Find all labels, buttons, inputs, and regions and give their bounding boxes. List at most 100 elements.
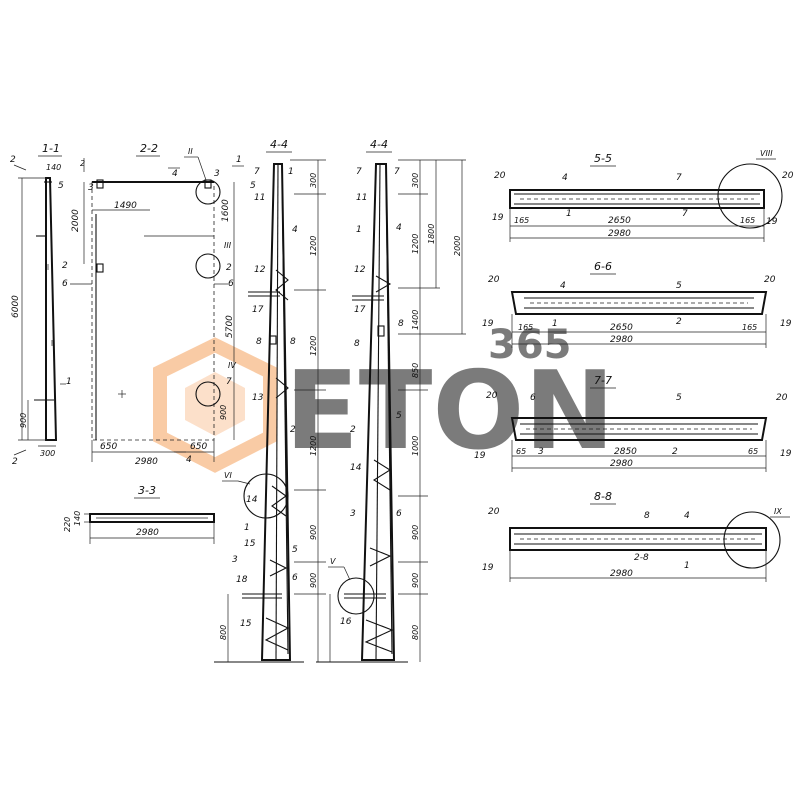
part-label: 20: [494, 171, 506, 181]
callout-V: V: [330, 557, 336, 566]
dim-800: 800: [219, 625, 228, 640]
part-label: 20: [488, 275, 500, 285]
mark-6-right: 6: [228, 279, 234, 289]
part-label: 5: [396, 411, 402, 421]
section-view-5-5: 5-5 VIII 2650 2980 165 165 20 4 7 20 19 …: [492, 149, 794, 242]
mark-2-mid: 2: [62, 261, 68, 271]
mark-1: 1: [66, 377, 72, 387]
dim-900-2: 900: [309, 573, 318, 588]
part-label: 8: [644, 511, 650, 521]
callout-circle-IX: [723, 511, 781, 569]
part-label: 2: [290, 425, 296, 435]
dim-2980: 2980: [610, 569, 633, 579]
watermark-number: 365: [488, 322, 572, 368]
part-label: 7: [676, 173, 682, 183]
section-title-1-1: 1-1: [42, 142, 60, 155]
dim-6000: 6000: [11, 295, 21, 318]
part-label: 7: [254, 167, 260, 177]
dim-165-left: 165: [514, 216, 529, 225]
cut-mark-4-bottom: 4: [186, 455, 192, 465]
dim-2650: 2650: [608, 216, 631, 226]
dim-1200-1: 1200: [309, 236, 318, 256]
part-label: 7: [682, 209, 688, 219]
mark-2-right: 2: [226, 263, 232, 273]
section-view-2-2: 2-2 2 3 1490 2000 2 6 6 1600 5700 900 65…: [62, 142, 244, 467]
dim-650-left: 650: [100, 442, 117, 452]
callout-circle-II: [195, 179, 221, 205]
part-label: 19: [780, 319, 792, 329]
part-label: 3: [350, 509, 356, 519]
part-label: 20: [782, 171, 794, 181]
dim-300: 300: [411, 173, 420, 188]
dim-1600: 1600: [221, 199, 231, 222]
dim-900-1: 900: [309, 525, 318, 540]
part-label: 19: [474, 451, 486, 461]
mark-1-right: 1: [236, 155, 242, 165]
part-label: 7: [356, 167, 362, 177]
dim-2000: 2000: [453, 236, 462, 256]
part-label: 8: [290, 337, 296, 347]
part-label: 20: [486, 391, 498, 401]
watermark-hexagon-outer: [153, 337, 277, 473]
dim-5700: 5700: [225, 315, 235, 338]
cut-mark-bottom: 2: [12, 457, 18, 467]
part-label: 12: [354, 265, 366, 275]
section-view-8-8: 8-8 IX 2980 2-8 20 8 4 19 1: [482, 490, 790, 582]
section-title-2-2: 2-2: [140, 142, 158, 155]
part-label: 6: [396, 509, 402, 519]
dim-165-right: 165: [740, 216, 755, 225]
part-label: 20: [764, 275, 776, 285]
section-view-1-1: 1-1 2 140 5 1 6000 900 300 2: [10, 142, 72, 467]
part-label: 3: [538, 447, 544, 457]
watermark-brand: ETON: [285, 349, 615, 474]
dim-2980: 2980: [610, 459, 633, 469]
part-label: 20: [488, 507, 500, 517]
section-title-3-3: 3-3: [138, 484, 156, 497]
part-label: 8: [354, 339, 360, 349]
dim-1200-2: 1200: [309, 336, 318, 356]
part-label: 3: [232, 555, 238, 565]
section-title-6-6: 6-6: [594, 260, 612, 273]
part-label: 2: [350, 425, 356, 435]
section-title-8-8: 8-8: [594, 490, 612, 503]
dim-2980: 2980: [608, 229, 631, 239]
part-label: 4: [562, 173, 568, 183]
dim-65-left: 65: [516, 447, 526, 456]
part-label: 12: [254, 265, 266, 275]
part-label: 16: [340, 617, 352, 627]
callout-circle-VIII: [717, 163, 783, 229]
dim-650-right: 650: [190, 442, 207, 452]
cut-mark-4-top: 4: [172, 169, 178, 179]
callout-IV: IV: [228, 361, 236, 370]
mark-3-right: 3: [214, 169, 220, 179]
cut-mark-top: 2: [10, 155, 16, 165]
dim-900-2: 900: [411, 573, 420, 588]
mark-7: 7: [226, 377, 232, 387]
part-label: 14: [350, 463, 362, 473]
dim-900: 900: [19, 413, 28, 428]
dim-2650: 2650: [610, 323, 633, 333]
part-label: 8: [256, 337, 262, 347]
part-label: 17: [354, 305, 366, 315]
section-title-4-4-right: 4-4: [370, 138, 388, 151]
part-label: 5: [676, 281, 682, 291]
part-label: 1: [288, 167, 294, 177]
part-label: 6: [292, 573, 298, 583]
dim-850: 850: [411, 363, 420, 378]
dim-165-right: 165: [742, 323, 757, 332]
section-view-7-7: 7-7 2850 2980 65 65 20 6 5 20 19 3 2 19: [474, 374, 792, 472]
callout-II: II: [188, 147, 193, 156]
part-label: 17: [252, 305, 264, 315]
callout-circle-III: [195, 253, 221, 279]
dim-2980: 2980: [136, 528, 159, 538]
dim-900-1: 900: [411, 525, 420, 540]
part-label: 14: [246, 495, 258, 505]
dim-1400: 1400: [411, 310, 420, 330]
part-label: 15: [240, 619, 252, 629]
mark-3: 3: [88, 183, 94, 193]
part-label: 1: [684, 561, 690, 571]
mark-2-top: 2: [80, 159, 85, 168]
part-label: 4: [684, 511, 690, 521]
part-label: 5: [250, 181, 256, 191]
